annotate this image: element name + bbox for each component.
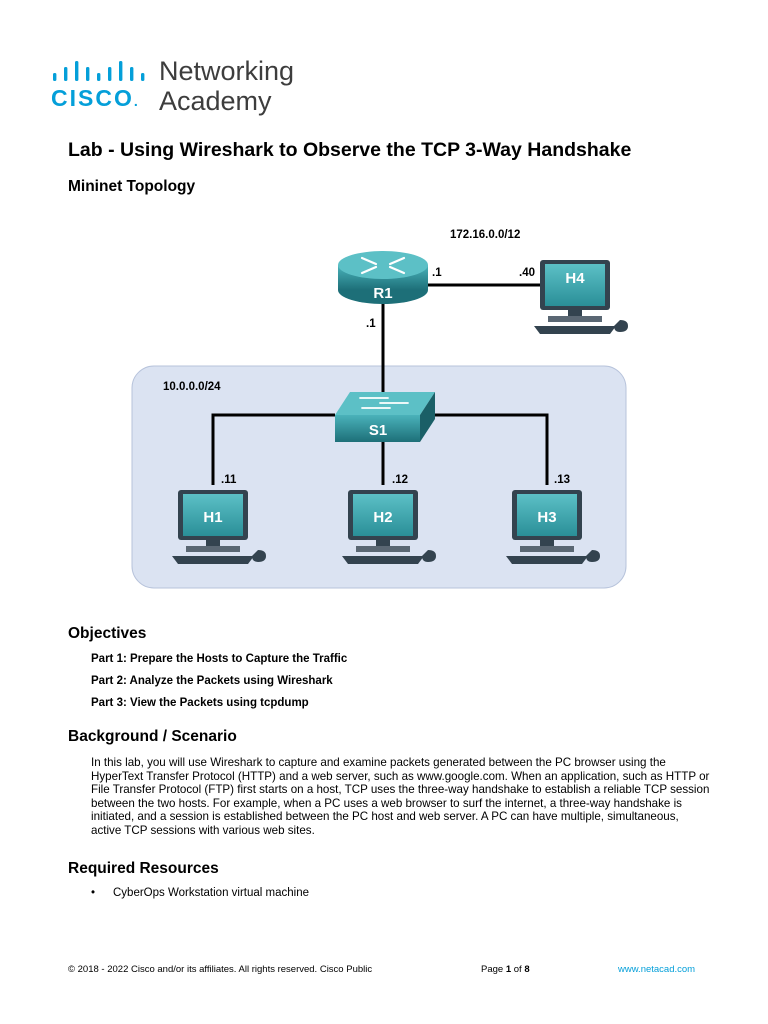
resource-item: •CyberOps Workstation virtual machine (91, 887, 309, 899)
topology-heading: Mininet Topology (68, 178, 196, 195)
svg-text:H2: H2 (373, 509, 392, 526)
objective-part-3: Part 3: View the Packets using tcpdump (91, 697, 309, 709)
cisco-bars-icon (53, 61, 145, 81)
lan-network-label: 10.0.0.0/24 (163, 381, 221, 393)
footer-page-number: Page 1 of 8 (481, 964, 530, 975)
h3-ip: .13 (554, 474, 570, 486)
wan-network-label: 172.16.0.0/12 (450, 229, 520, 241)
resources-heading: Required Resources (68, 860, 219, 877)
bullet-icon: • (91, 887, 96, 899)
h4-ip: .40 (519, 267, 535, 279)
switch-label: S1 (369, 422, 387, 439)
background-heading: Background / Scenario (68, 728, 237, 745)
lan-background (131, 365, 627, 589)
objective-part-1: Part 1: Prepare the Hosts to Capture the… (91, 653, 348, 665)
switch-s1: S1 (335, 392, 435, 442)
footer-copyright: © 2018 - 2022 Cisco and/or its affiliate… (68, 964, 373, 975)
host-h3: H3 (506, 490, 600, 564)
logo-networking-text: Networking (159, 56, 295, 86)
cisco-wordmark: CISCO. (51, 85, 140, 111)
router-r1: R1 (338, 251, 428, 304)
background-paragraph: In this lab, you will use Wireshark to c… (91, 756, 710, 837)
host-h4: H4 (534, 260, 628, 334)
cisco-networking-academy-logo: CISCO. Networking Academy (51, 55, 311, 119)
footer-url-link[interactable]: www.netacad.com (618, 964, 696, 975)
objective-part-2: Part 2: Analyze the Packets using Wiresh… (91, 675, 333, 687)
h1-ip: .11 (221, 474, 237, 486)
r1-wan-ip: .1 (432, 267, 442, 279)
r1-lan-ip: .1 (366, 318, 376, 330)
objectives-heading: Objectives (68, 625, 147, 642)
network-topology-diagram: R1 S1 H4 H1 H2 H3 172.16.0.0/12 10.0.0.0… (131, 229, 628, 589)
router-label: R1 (373, 285, 392, 302)
host-h2: H2 (342, 490, 436, 564)
page-title: Lab - Using Wireshark to Observe the TCP… (68, 139, 632, 161)
svg-text:H4: H4 (565, 270, 585, 287)
host-h1: H1 (172, 490, 266, 564)
logo-academy-text: Academy (159, 86, 272, 116)
svg-text:H3: H3 (537, 509, 556, 526)
h2-ip: .12 (392, 474, 408, 486)
svg-text:H1: H1 (203, 509, 222, 526)
objectives-list: Part 1: Prepare the Hosts to Capture the… (91, 652, 347, 718)
